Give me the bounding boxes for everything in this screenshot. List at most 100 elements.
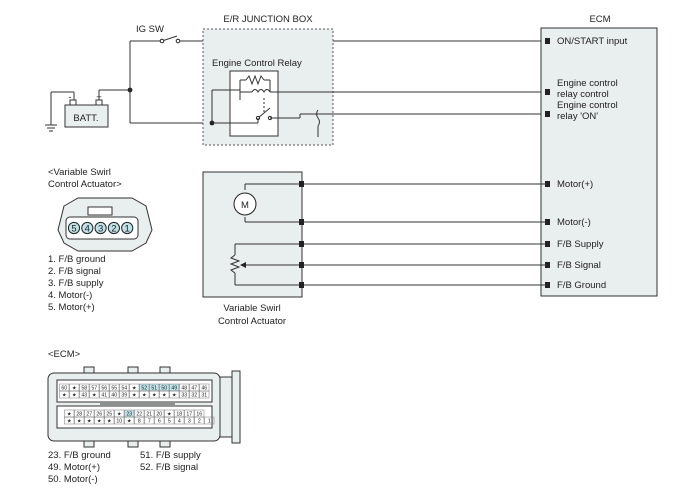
ecm-pin-number: ★	[167, 412, 172, 418]
ecm-pin-cell	[89, 390, 100, 399]
actuator-legend-item: 3. F/B supply	[48, 278, 104, 289]
ecm-pin-number: ★	[132, 386, 137, 392]
actuator-connector-title-line1: <Variable Swirl	[48, 167, 111, 178]
actuator-legend-item: 2. F/B signal	[48, 266, 101, 277]
ecm-pin-cell	[59, 390, 70, 399]
ecm-pin-number: ★	[152, 393, 157, 399]
ecm-pin-number: 57	[91, 386, 97, 392]
ecm-pin-cell	[104, 416, 115, 425]
ecm-pin-label: F/B Signal	[557, 260, 601, 271]
actuator-pin-circle	[81, 221, 94, 235]
ecm-pin-cell	[69, 390, 80, 399]
power-section: BATT. - + IG SW E/R JUNCTION BOX Engine …	[45, 14, 547, 146]
actuator-pin-circle	[67, 221, 81, 235]
ecm-pin-marker	[545, 241, 550, 247]
battery: BATT. - +	[64, 92, 109, 128]
actuator-pin-number: 2	[111, 224, 116, 235]
ecm-pin-cell	[184, 416, 195, 425]
ecm-pin-number: 58	[81, 386, 87, 392]
vsca-label-line2: Control Actuator	[218, 316, 286, 327]
relay-label: Engine Control Relay	[212, 58, 302, 69]
actuator-wires	[304, 183, 547, 286]
ecm-pin-number: 27	[86, 412, 92, 418]
ecm-pin-number: 7	[148, 419, 151, 425]
ecm-pin-number: ★	[62, 393, 67, 399]
ecm-pin-label: Motor(-)	[557, 217, 591, 228]
ecm-pin-cell	[134, 416, 145, 425]
ecm-pin-cell	[174, 416, 185, 425]
ecm-pin-number: ★	[87, 419, 92, 425]
ecm-pin-number: 31	[201, 393, 207, 399]
ecm-pin-label: relay 'ON'	[557, 111, 598, 122]
ecm-pin-marker	[545, 181, 550, 187]
actuator-pin-circle	[121, 221, 134, 235]
ecm-pin-cell	[84, 416, 95, 425]
ecm-pin-number: ★	[172, 393, 177, 399]
ecm-pin-number: 43	[81, 393, 87, 399]
ecm-pin-cell	[204, 416, 215, 425]
ecm-pin-number: 40	[111, 393, 117, 399]
ig-sw-label: IG SW	[136, 24, 164, 35]
ecm-pin-number: 28	[76, 412, 82, 418]
ecm-pin-number: 54	[121, 386, 127, 392]
ecm-pin-cell	[94, 416, 105, 425]
actuator-pin-number: 5	[71, 224, 76, 235]
ecm-pin-number: 56	[101, 386, 107, 392]
junction-box: E/R JUNCTION BOX Engine Control Relay	[202, 14, 547, 146]
ecm-pin-number: ★	[132, 393, 137, 399]
ecm-pin-number: 47	[191, 386, 197, 392]
ecm-pin-number: 5	[168, 419, 171, 425]
ecm-pin-number: 1	[208, 419, 211, 425]
ecm-pin-number: 50	[161, 386, 167, 392]
ecm-pin-marker	[545, 38, 550, 44]
ecm-pin-number: 16	[196, 412, 202, 418]
ecm-pin-number: 32	[191, 393, 197, 399]
actuator-pin-number: 3	[98, 224, 103, 235]
ecm-pin-number: ★	[77, 419, 82, 425]
ecm-legend-item: 51. F/B supply	[140, 450, 201, 461]
ground-icon	[45, 92, 57, 132]
ecm-legend-item: 23. F/B ground	[48, 450, 111, 461]
battery-label: BATT.	[73, 113, 98, 124]
ecm-pin-cell	[64, 416, 75, 425]
ecm-pin-cell	[154, 416, 165, 425]
ecm-pin-cell	[159, 390, 170, 399]
ecm-pin-cell	[139, 390, 150, 399]
ecm-pin-cell	[114, 416, 125, 425]
actuator-legend-item: 1. F/B ground	[48, 254, 106, 265]
ecm-pin-highlight	[124, 410, 134, 417]
ecm-pin-marker	[545, 89, 550, 95]
ecm-pin-number: 52	[141, 386, 147, 392]
ecm-legend-item: 49. Motor(+)	[48, 462, 100, 473]
ecm-pin-number: ★	[92, 393, 97, 399]
ecm-pin-number: 4	[178, 419, 181, 425]
motor-icon: M	[233, 183, 302, 223]
ecm-pin-cell	[119, 390, 130, 399]
ecm-pin-number: 21	[146, 412, 152, 418]
ecm-pin-number: 6	[158, 419, 161, 425]
ecm-pin-number: 46	[201, 386, 207, 392]
ecm-pin-cell	[129, 390, 140, 399]
actuator-connector-title-line2: Control Actuator>	[48, 179, 122, 190]
ecm-pin-cell	[99, 390, 110, 399]
ecm-pin-label: Engine control	[557, 100, 618, 111]
ecm-pin-label: ON/START input	[557, 36, 628, 47]
ecm-pin-marker	[545, 111, 550, 117]
ecm-pin-number: 20	[156, 412, 162, 418]
potentiometer-icon	[229, 243, 302, 286]
ecm-pin-cell	[164, 416, 175, 425]
actuator-block: M Variable Swirl Control Actuator	[202, 171, 304, 327]
ecm-pin-cell	[124, 416, 135, 425]
ecm-pin-number: ★	[72, 393, 77, 399]
ecm-title: ECM	[589, 14, 610, 25]
motor-label: M	[241, 200, 249, 211]
junction-box-title: E/R JUNCTION BOX	[223, 14, 313, 25]
